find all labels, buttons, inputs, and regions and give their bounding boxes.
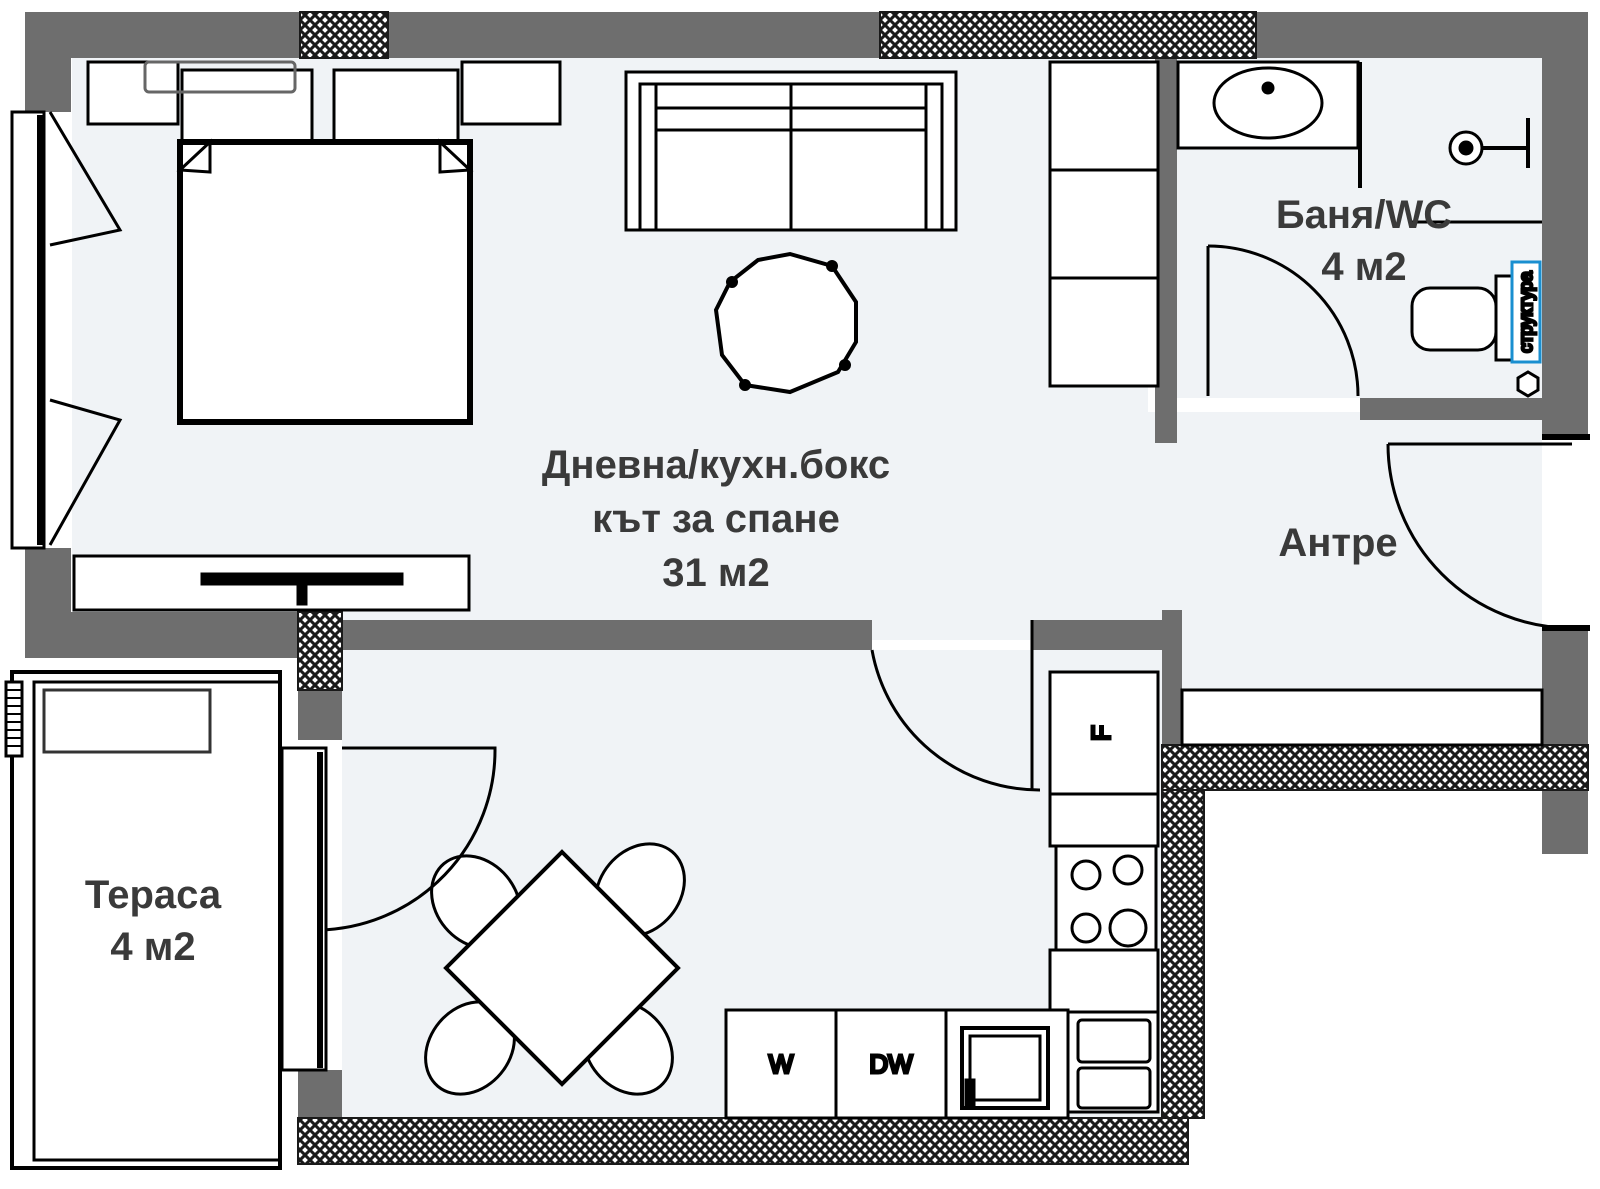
bath-room-area: 4 м2 (1321, 245, 1406, 289)
hatch-kitchen-right (1161, 789, 1205, 1119)
wall-kitchen-left-post-bottom (298, 1070, 342, 1118)
wall-kitchen-top-right (1032, 620, 1164, 650)
sofa (624, 70, 958, 232)
hatch-entry-bottom (1161, 744, 1589, 791)
bathroom: структура (1176, 60, 1542, 398)
bath-room-name: Баня/WC (1276, 193, 1452, 237)
toilet-icon (1410, 286, 1498, 352)
living-room-subname: кът за спане (592, 497, 840, 541)
sink-icon (1212, 66, 1324, 140)
fridge-label: F (1086, 725, 1116, 741)
tv-unit (72, 554, 471, 612)
pillow-left (180, 68, 314, 144)
left-windows (10, 110, 123, 550)
bed (86, 60, 562, 425)
hatch-bottom (297, 1117, 1189, 1165)
hatch-left-column (297, 611, 343, 691)
terrace-unit (42, 688, 212, 754)
fridge (1048, 670, 1160, 796)
terrace (4, 670, 282, 1170)
terrace-room-area: 4 м2 (110, 925, 195, 969)
coffee-table (713, 251, 858, 395)
kitchen-door (870, 620, 1041, 792)
wardrobe (1048, 60, 1160, 388)
wall-kitchen-top (342, 620, 872, 650)
kitchen-counter: F W DW (724, 670, 1160, 1120)
wall-living-bottom-left (25, 612, 325, 658)
dishwasher-label: DW (869, 1049, 913, 1079)
hatch-top-left (299, 11, 389, 59)
wall-bath-left (1155, 58, 1177, 443)
entry-room-name: Антре (1278, 521, 1397, 565)
bath-door-arc (1207, 244, 1360, 397)
wall-right-lower (1542, 628, 1588, 854)
wall-kitchen-left-post (298, 690, 342, 740)
wall-right-top (1542, 12, 1588, 437)
dishwasher (834, 1008, 948, 1120)
structural-walls (297, 11, 1589, 1165)
washer (724, 1008, 838, 1120)
washer-label: W (769, 1049, 794, 1079)
dining-set (424, 842, 686, 1096)
living-room-area: 31 м2 (662, 551, 769, 595)
wall-top (25, 12, 1545, 58)
entry-door (1180, 434, 1590, 747)
wall-bath-bottom (1360, 398, 1542, 420)
terrace-room-name: Тераса (85, 873, 222, 917)
structure-marker (1510, 260, 1542, 364)
dining-table (443, 849, 681, 1087)
living-room-name: Дневна/кухн.бокс (542, 443, 890, 487)
lamp-left (143, 60, 297, 94)
wall-entry-left (1162, 610, 1182, 745)
nightstand-right (460, 60, 562, 126)
walls (25, 12, 1588, 1118)
structure-label: структура (1516, 270, 1536, 352)
hatch-top-right (879, 11, 1257, 59)
wall-left-upper (25, 12, 71, 112)
bed-frame (177, 139, 473, 425)
pillow-right (332, 68, 460, 144)
